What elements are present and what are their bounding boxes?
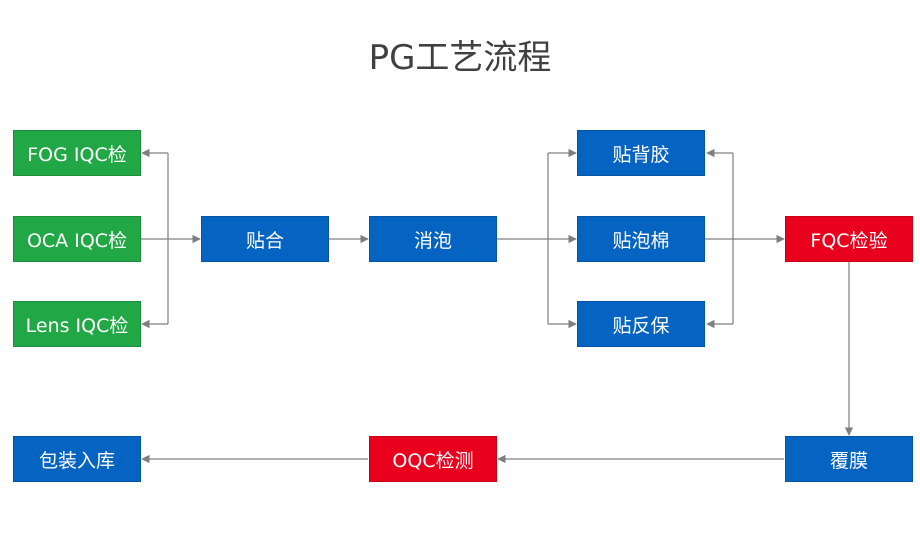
node-defoam: 消泡 bbox=[369, 216, 497, 262]
node-fqc: FQC检验 bbox=[785, 216, 913, 262]
node-foam: 贴泡棉 bbox=[577, 216, 705, 262]
node-lens-iqc: Lens IQC检 bbox=[13, 301, 141, 347]
node-packing: 包装入库 bbox=[13, 436, 141, 482]
node-fog-iqc: FOG IQC检 bbox=[13, 130, 141, 176]
node-oqc: OQC检测 bbox=[369, 436, 497, 482]
page-title: PG工艺流程 bbox=[368, 38, 552, 78]
node-film: 覆膜 bbox=[785, 436, 913, 482]
node-bonding: 贴合 bbox=[201, 216, 329, 262]
node-back-adhesive: 贴背胶 bbox=[577, 130, 705, 176]
node-reverse-protect: 贴反保 bbox=[577, 301, 705, 347]
node-oca-iqc: OCA IQC检 bbox=[13, 216, 141, 262]
